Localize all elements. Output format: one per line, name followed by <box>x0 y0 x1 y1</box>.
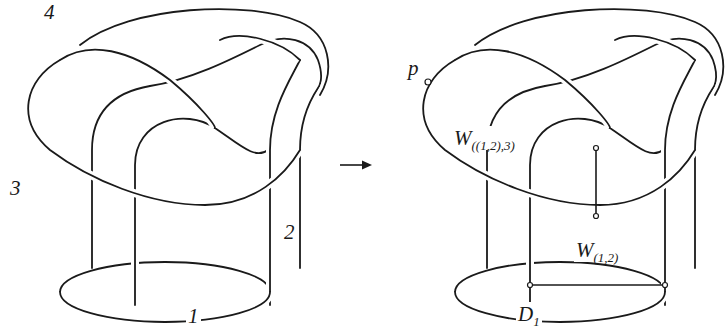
point-label: p <box>406 56 421 80</box>
knot-diagram <box>28 9 328 322</box>
endpoint-dot <box>594 146 599 151</box>
surface-label: W((1,2),3) <box>452 126 517 150</box>
arrow-head <box>362 161 372 170</box>
surface-label: W((1,2),3) <box>452 128 517 152</box>
endpoint-dot <box>663 283 668 288</box>
strand-label: 4 <box>42 2 57 23</box>
disk-label: D1 <box>516 304 542 328</box>
surface-edge <box>530 284 665 286</box>
strand-label: 2 <box>282 222 297 243</box>
endpoint-dot <box>528 283 533 288</box>
disk-label: D1 <box>516 302 542 326</box>
surface-label: W(1,2) <box>574 238 620 262</box>
surface-edge <box>595 148 597 216</box>
point-label: p <box>406 58 421 79</box>
endpoint-dot <box>425 79 431 85</box>
strand-label: 2 <box>282 220 297 244</box>
strand-label: 3 <box>8 178 23 199</box>
surface-label: W(1,2) <box>574 240 620 264</box>
endpoint-dot <box>594 214 599 219</box>
strand-label: 3 <box>8 176 23 200</box>
strand-label: 1 <box>186 306 201 327</box>
strand-label: 4 <box>42 0 57 24</box>
strand-label: 1 <box>186 304 201 328</box>
knot-diagram <box>423 9 723 322</box>
